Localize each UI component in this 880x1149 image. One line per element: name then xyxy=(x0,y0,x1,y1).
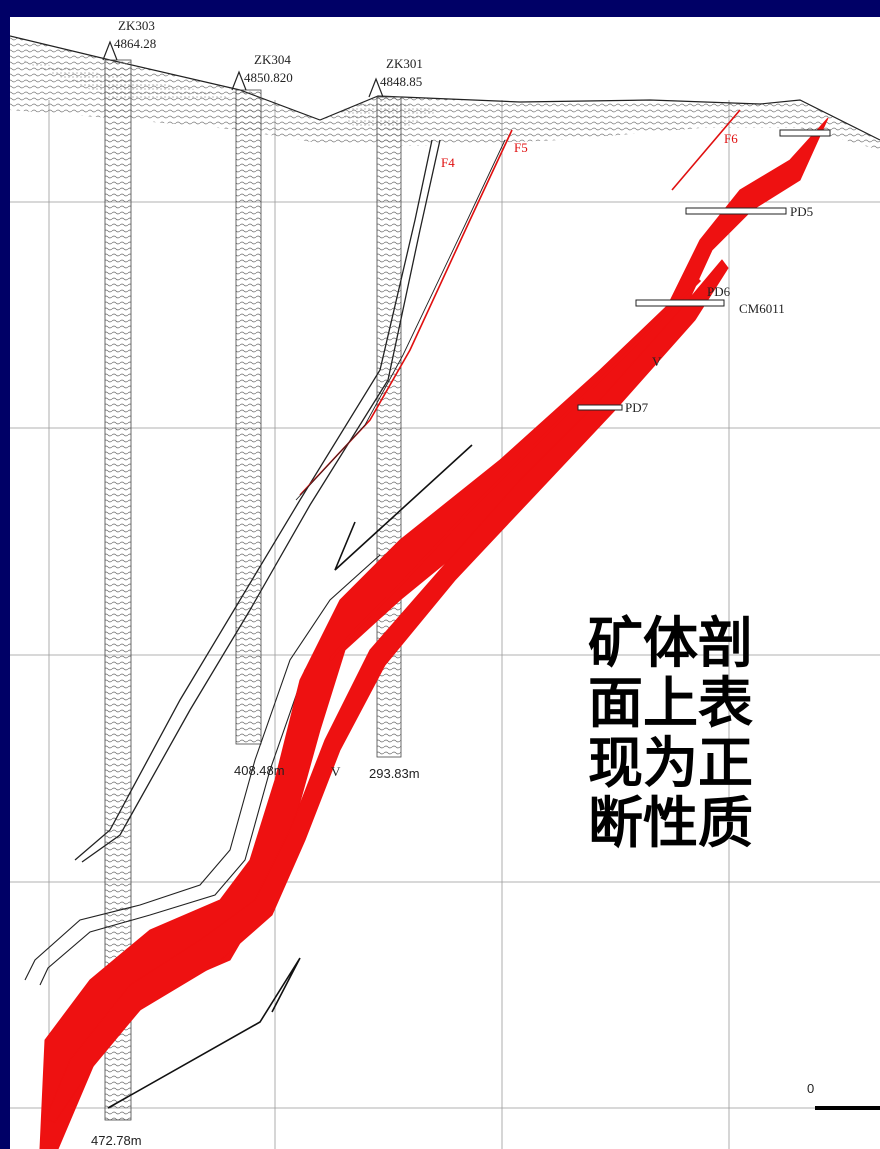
caption: 矿体剖 面上表 现为正 断性质 xyxy=(588,613,788,853)
grid-lines xyxy=(10,100,880,1149)
adit-pd5-label: PD5 xyxy=(790,204,813,219)
cross-section-drawing: ZK303 4864.28 472.78m ZK304 4850.820 408… xyxy=(10,17,880,1149)
caption-line-2: 面上表 xyxy=(588,671,754,735)
faults xyxy=(74,109,741,863)
displacement-arrows xyxy=(107,444,473,1109)
zk301-id-label: ZK301 xyxy=(386,56,423,71)
zk303-id-label: ZK303 xyxy=(118,18,155,33)
adit-pd6-label: PD6 xyxy=(707,284,731,299)
vein-label-upper: V xyxy=(652,354,662,369)
zk303-elevation-label: 4864.28 xyxy=(114,36,156,51)
borehole-zk304 xyxy=(231,70,262,745)
orebodies xyxy=(39,117,829,1149)
adit-pd7-label: PD7 xyxy=(625,400,649,415)
adits xyxy=(577,129,831,411)
fault-f5-label: F5 xyxy=(514,140,528,155)
zk304-elevation-label: 4850.820 xyxy=(244,70,293,85)
caption-line-1: 矿体剖 xyxy=(588,611,754,675)
topography xyxy=(10,35,880,150)
adit-cm6011-label: CM6011 xyxy=(739,301,785,316)
caption-line-3: 现为正 xyxy=(588,731,754,795)
zk303-depth-label: 472.78m xyxy=(91,1133,142,1148)
zk301-depth-label: 293.83m xyxy=(369,766,420,781)
scale-zero-label: 0 xyxy=(807,1081,814,1096)
vein-label-lower: V xyxy=(331,764,341,779)
fault-f6-label: F6 xyxy=(724,131,738,146)
fault-f4-label: F4 xyxy=(441,155,455,170)
section-labels: ZK303 4864.28 472.78m ZK304 4850.820 408… xyxy=(91,18,814,1148)
zk304-id-label: ZK304 xyxy=(254,52,291,67)
borehole-zk303 xyxy=(102,40,132,1121)
zk304-depth-label: 408.48m xyxy=(234,763,285,778)
caption-line-4: 断性质 xyxy=(588,791,754,855)
cross-section-svg: ZK303 4864.28 472.78m ZK304 4850.820 408… xyxy=(10,18,880,1149)
zk301-elevation-label: 4848.85 xyxy=(380,74,422,89)
